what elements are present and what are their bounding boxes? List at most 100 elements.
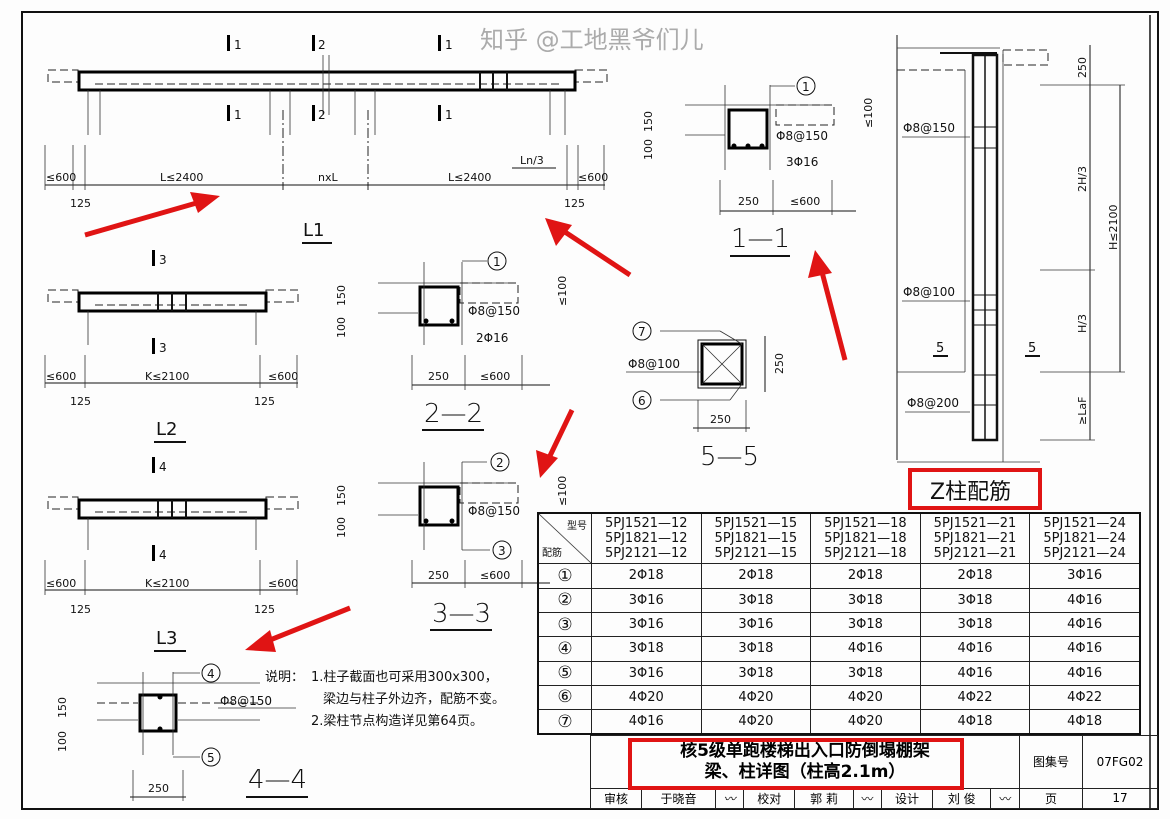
table-cell: 4Φ16 — [1029, 587, 1141, 613]
table-cell: 3Φ18 — [700, 636, 812, 662]
dimension-label: 250 — [773, 353, 786, 374]
dimension-label: 250 — [710, 413, 731, 426]
stirrup-label: Φ8@150 — [468, 304, 520, 318]
table-cell: 4Φ20 — [591, 684, 702, 711]
section-cut-mark — [152, 250, 155, 266]
section-cut-label: 4 — [159, 460, 167, 474]
dimension-label: ≤100 — [862, 98, 875, 128]
rebar-marker: 6 — [638, 394, 646, 408]
section-cut-label: 2 — [318, 38, 326, 52]
beam-l1-elevation — [44, 55, 608, 190]
atlas-number: 07FG02 — [1082, 735, 1158, 789]
dimension-label: 100 — [335, 517, 348, 538]
dimension-label: L≤2400 — [448, 171, 491, 184]
dimension-label: 125 — [70, 197, 91, 210]
checker-name: 郭 莉 — [794, 787, 854, 810]
beam-l2-elevation — [44, 289, 299, 388]
dimension-label: H/3 — [1076, 314, 1089, 333]
dimension-label: ≤600 — [480, 370, 510, 383]
dimension-label: 125 — [564, 197, 585, 210]
page-number: 17 — [1082, 787, 1158, 810]
drawing-title-line2: 梁、柱详图（柱高2.1m） — [704, 761, 906, 782]
section-title-3-3: 3—3 — [432, 599, 491, 629]
section-cut-mark — [312, 35, 315, 51]
dimension-label: ≤600 — [268, 370, 298, 383]
table-cell: 2Φ18 — [700, 563, 812, 589]
section-cut-label: 5 — [1028, 341, 1036, 356]
dimension-label: nxL — [318, 171, 338, 184]
section-cut-label: 3 — [159, 341, 167, 355]
checker-signature: 〰 — [852, 787, 883, 810]
watermark: 知乎 @工地黑爷们儿 — [480, 26, 704, 54]
note-line: 1.柱子截面也可采用300x300， — [311, 670, 498, 685]
dimension-label: K≤2100 — [145, 370, 189, 383]
table-cell: 4Φ16 — [591, 709, 702, 735]
table-cell: 4Φ20 — [700, 709, 812, 735]
section-1-1 — [685, 76, 856, 215]
note-line: 梁边与柱子外边齐，配筋不变。 — [323, 691, 505, 707]
designer-name: 刘 俊 — [932, 787, 992, 810]
table-cell: 3Φ16 — [591, 587, 702, 613]
section-title-2-2: 2—2 — [424, 399, 483, 429]
dimension-label: 250 — [738, 195, 759, 208]
dimension-label: 250 — [1076, 57, 1089, 78]
section-cut-mark — [438, 35, 441, 51]
rebar-marker: 7 — [638, 325, 646, 339]
notes-label: 说明： — [265, 670, 304, 685]
table-cell: 2Φ18 — [810, 563, 921, 589]
table-cell: 4Φ16 — [919, 636, 1031, 662]
section-4-4 — [97, 663, 296, 801]
atlas-label: 图集号 — [1019, 735, 1083, 789]
stirrup-label: Φ8@100 — [628, 357, 680, 371]
table-cell: 3Φ16 — [591, 660, 702, 686]
table-cell: 4Φ22 — [1029, 684, 1141, 711]
beam-title-l3: L3 — [156, 628, 177, 649]
sheet-border — [21, 11, 1159, 810]
section-3-3 — [378, 452, 550, 588]
table-cell: 3Φ18 — [700, 660, 812, 686]
section-5-5 — [626, 321, 766, 432]
dimension-label: 250 — [148, 782, 169, 795]
dimension-label: ≥LaF — [1076, 397, 1089, 425]
stirrup-label: Φ8@150 — [776, 129, 828, 143]
section-cut-label: 1 — [234, 108, 242, 122]
section-cut-mark — [152, 338, 155, 354]
dimension-label: L≤2400 — [160, 171, 203, 184]
section-cut-label: 1 — [234, 38, 242, 52]
table-cell: 3Φ18 — [810, 587, 921, 613]
table-cell: 3Φ18 — [810, 660, 921, 686]
table-cell: 3Φ16 — [700, 611, 812, 638]
stirrup-label: Φ8@150 — [468, 504, 520, 518]
dimension-label: ≤600 — [578, 171, 608, 184]
section-title-4-4: 4—4 — [248, 765, 307, 795]
dimension-label: 250 — [428, 370, 449, 383]
rebar-id: ④ — [537, 636, 592, 662]
designer-signature: 〰 — [990, 787, 1020, 810]
table-corner-cell: 型号 配筋 — [537, 512, 592, 565]
table-cell: 4Φ16 — [810, 636, 921, 662]
table-cell: 3Φ18 — [700, 587, 812, 613]
drawing-title: 核5级单跑楼梯出入口防倒塌棚架 梁、柱详图（柱高2.1m） — [590, 735, 1020, 790]
table-cell: 3Φ16 — [591, 611, 702, 638]
table-cell: 4Φ16 — [1029, 636, 1141, 662]
section-cut-mark — [152, 457, 155, 473]
bar-label: 2Φ16 — [476, 331, 508, 345]
page-label: 页 — [1019, 787, 1083, 810]
table-cell: 4Φ16 — [1029, 660, 1141, 686]
drawing-title-line1: 核5级单跑楼梯出入口防倒塌棚架 — [680, 740, 930, 761]
table-cell: 3Φ18 — [919, 611, 1031, 638]
table-cell: 3Φ18 — [810, 611, 921, 638]
section-title-5-5: 5—5 — [700, 442, 759, 472]
dimension-label: 125 — [70, 603, 91, 616]
highlight-box-z-column — [908, 468, 1042, 510]
